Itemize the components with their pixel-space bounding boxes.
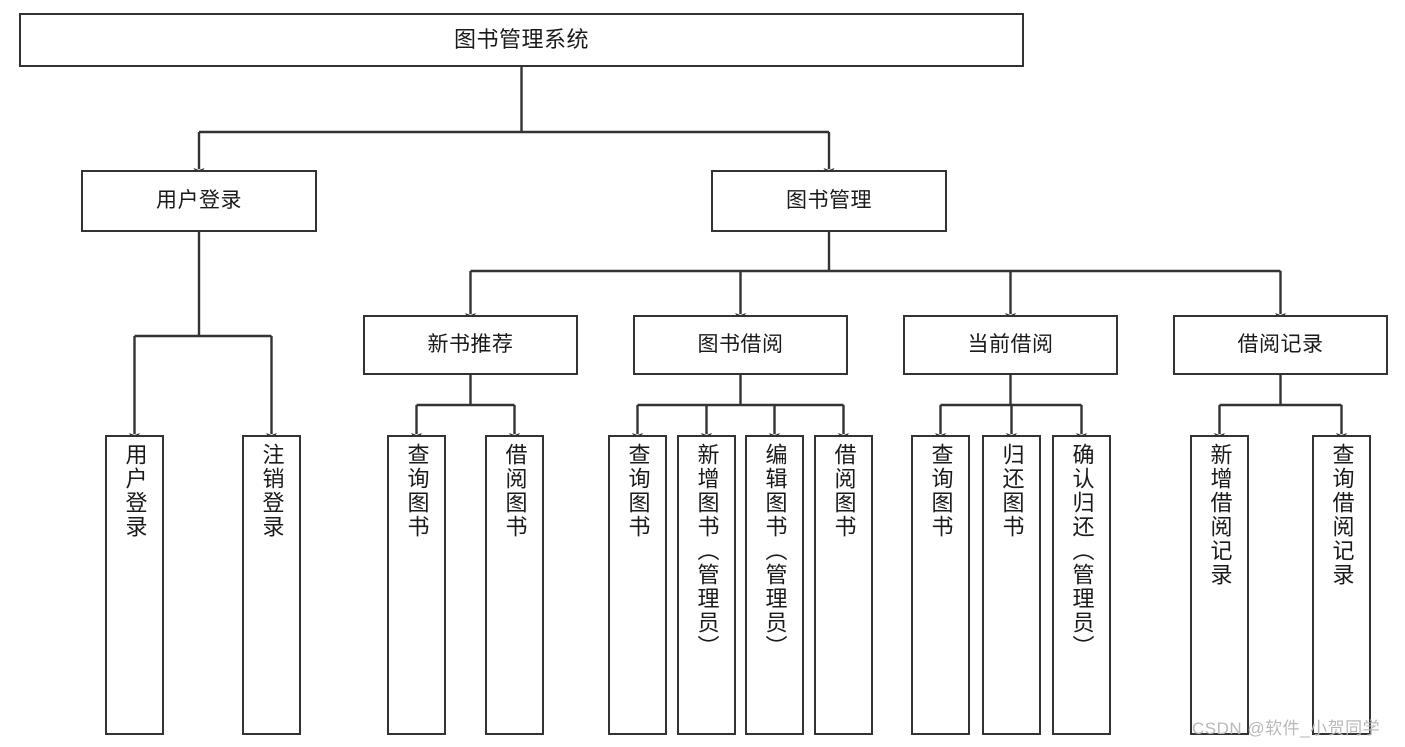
node-label: 查询图书 [928,443,954,539]
leaf-current-return-book[interactable]: 归还图书 [982,435,1041,735]
node-label: 查询图书 [625,443,651,539]
node-label: 新书推荐 [427,332,514,356]
leaf-borrow-borrow-book[interactable]: 借阅图书 [814,435,873,735]
leaf-borrow-edit-book[interactable]: 编辑图书（管理员） [745,435,804,735]
node-label: 图书借阅 [697,332,784,356]
leaf-user-login[interactable]: 用户登录 [105,435,164,735]
leaf-record-query[interactable]: 查询借阅记录 [1312,435,1371,735]
node-label: 用户登录 [122,443,148,539]
node-label: 借阅图书 [831,443,857,539]
node-label: 当前借阅 [967,332,1054,356]
node-label: 图书管理 [786,188,872,212]
leaf-borrow-query-book[interactable]: 查询图书 [608,435,667,735]
leaf-record-add[interactable]: 新增借阅记录 [1190,435,1249,735]
csdn-watermark: CSDN @软件_小贺同学 [1192,719,1381,738]
node-label: 查询借阅记录 [1329,443,1355,587]
leaf-logout[interactable]: 注销登录 [242,435,301,735]
node-user-login[interactable]: 用户登录 [81,170,317,232]
leaf-current-query-book[interactable]: 查询图书 [911,435,970,735]
connector-lines [129,67,1347,442]
node-label: 归还图书 [999,443,1025,539]
node-label: 图书管理系统 [453,27,589,53]
node-borrow-record[interactable]: 借阅记录 [1173,315,1388,375]
node-label: 确认归还（管理员） [1069,443,1095,659]
leaf-current-confirm-return[interactable]: 确认归还（管理员） [1052,435,1111,735]
node-label: 用户登录 [156,188,242,212]
node-label: 借阅图书 [502,443,528,539]
node-book-borrow[interactable]: 图书借阅 [633,315,848,375]
node-current-borrow[interactable]: 当前借阅 [903,315,1118,375]
node-label: 注销登录 [259,443,285,539]
node-label: 借阅记录 [1237,332,1324,356]
node-book-management[interactable]: 图书管理 [711,170,947,232]
leaf-borrow-add-book[interactable]: 新增图书（管理员） [677,435,736,735]
node-root[interactable]: 图书管理系统 [19,13,1024,67]
leaf-recommend-borrow-book[interactable]: 借阅图书 [485,435,544,735]
node-new-book-recommend[interactable]: 新书推荐 [363,315,578,375]
leaf-recommend-query-book[interactable]: 查询图书 [387,435,446,735]
node-label: 新增图书（管理员） [694,443,720,659]
node-label: 新增借阅记录 [1207,443,1233,587]
node-label: 编辑图书（管理员） [762,443,788,659]
node-label: 查询图书 [404,443,430,539]
